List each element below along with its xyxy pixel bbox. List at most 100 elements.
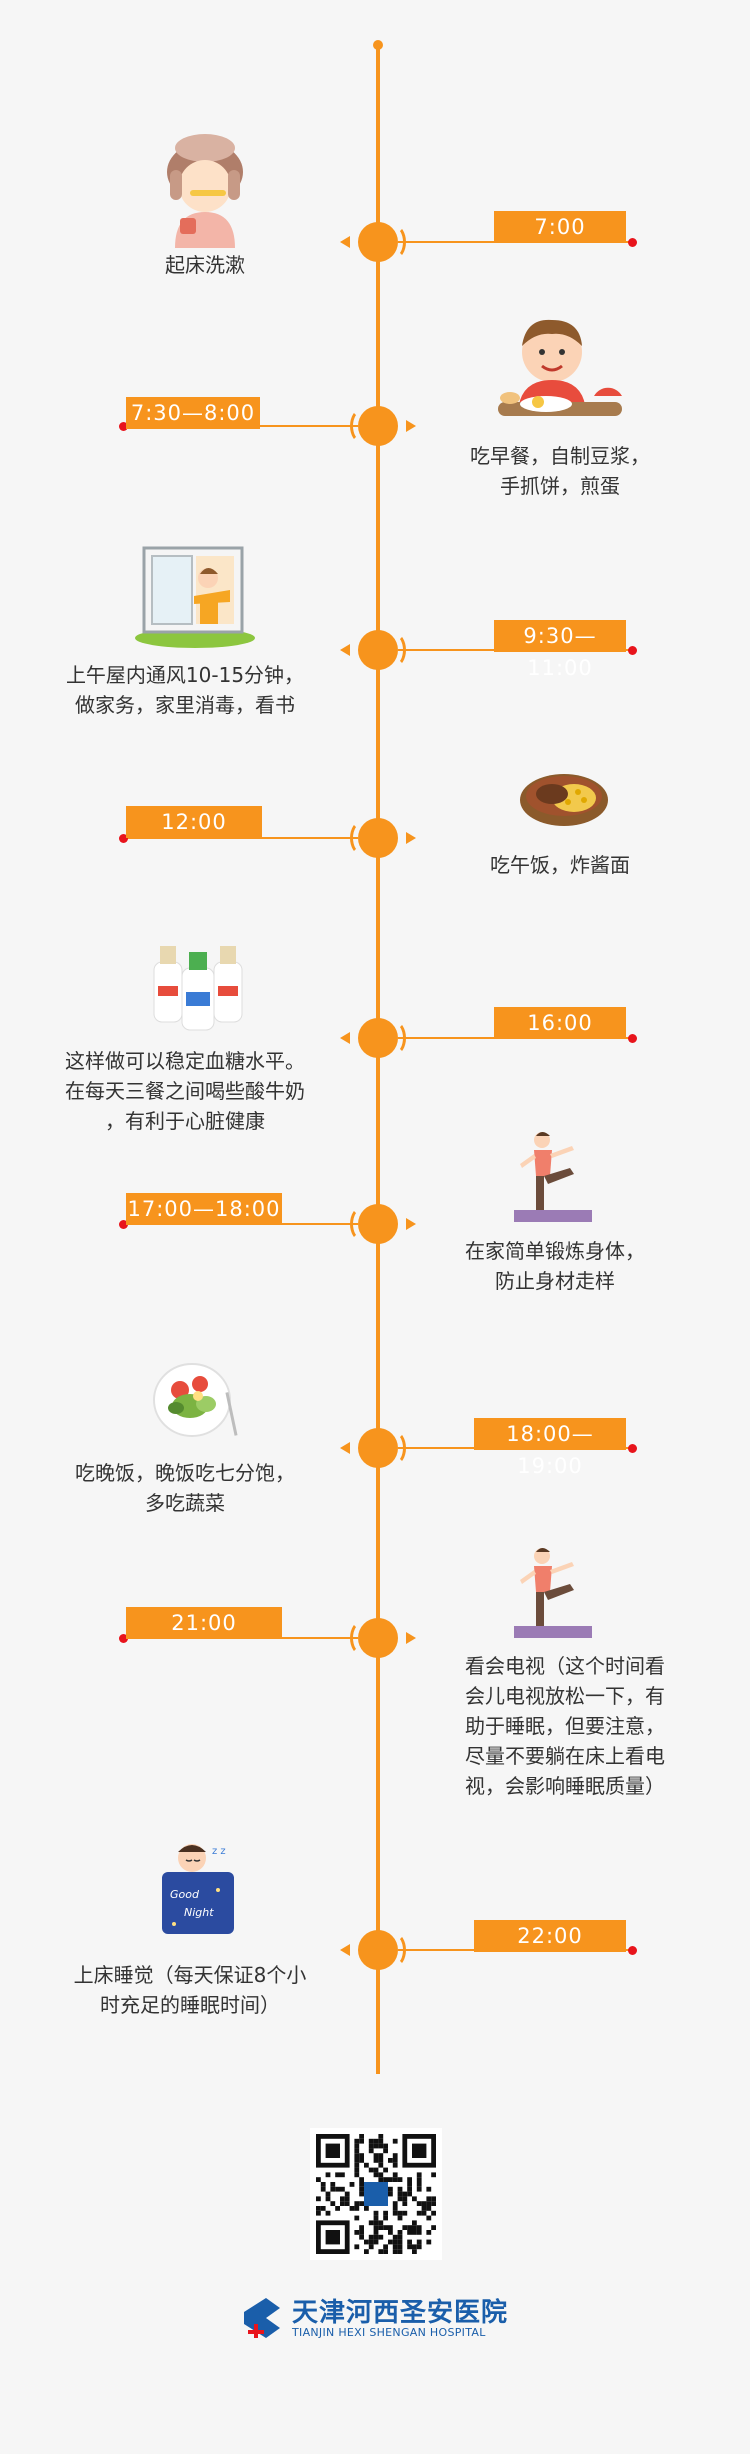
qr-module: [416, 2230, 422, 2235]
qr-module: [416, 2210, 422, 2216]
svg-text:z z: z z: [212, 1846, 226, 1857]
qr-module: [373, 2239, 379, 2245]
qr-module: [354, 2172, 360, 2178]
qr-module: [402, 2201, 408, 2206]
yoga-woman-icon: [514, 1132, 592, 1222]
qr-module: [373, 2138, 379, 2144]
qr-module: [392, 2162, 398, 2168]
qr-module: [407, 2239, 412, 2245]
qr-module: [378, 2177, 384, 2182]
connector-end-dot: [119, 1220, 128, 1229]
qr-module: [354, 2162, 360, 2168]
qr-module: [378, 2249, 384, 2254]
qr-module: [392, 2138, 398, 2144]
activity-text: 上午屋内通风10-15分钟， 做家务，家里消毒，看书: [65, 663, 305, 717]
qr-module: [335, 2206, 340, 2211]
qr-module: [412, 2220, 417, 2226]
qr-module: [388, 2186, 393, 2192]
time-label: 22:00: [474, 1920, 626, 1952]
qr-module: [330, 2186, 336, 2192]
qr-module: [426, 2196, 432, 2202]
qr-module: [431, 2201, 436, 2206]
qr-module: [388, 2230, 393, 2235]
open-window-icon: [135, 546, 255, 648]
qr-module: [392, 2201, 398, 2206]
qr-module: [349, 2206, 355, 2211]
qr-module: [416, 2172, 422, 2178]
qr-module: [359, 2177, 364, 2182]
qr-module: [354, 2201, 360, 2206]
qr-module: [354, 2167, 360, 2173]
qr-finder: [412, 2143, 427, 2158]
qr-module: [354, 2143, 360, 2149]
activity-text: 这样做可以稳定血糖水平。 在每天三餐之间喝些酸牛奶 ，有利于心脏健康: [65, 1049, 305, 1133]
qr-module: [354, 2138, 360, 2144]
qr-module: [392, 2244, 398, 2250]
qr-module: [359, 2186, 364, 2192]
qr-module: [397, 2234, 403, 2240]
breakfast-boy-icon: [498, 319, 622, 416]
qr-module: [373, 2234, 379, 2240]
pointer-arrow: [340, 644, 350, 656]
qr-module: [373, 2167, 379, 2173]
qr-module: [388, 2225, 393, 2230]
qr-module: [378, 2158, 384, 2163]
qr-module: [359, 2201, 364, 2206]
connector-end-dot: [628, 1034, 637, 1043]
hospital-logo: 天津河西圣安医院 TIANJIN HEXI SHENGAN HOSPITAL: [240, 2292, 520, 2346]
qr-module: [412, 2225, 417, 2230]
qr-module: [383, 2249, 388, 2254]
time-label: 17:00—18:00: [126, 1193, 282, 1225]
activity-text: 起床洗漱: [165, 253, 245, 277]
qr-module: [416, 2244, 422, 2250]
qr-module: [388, 2239, 393, 2245]
qr-module: [340, 2201, 345, 2206]
qr-module: [325, 2210, 331, 2216]
time-label: 7:00: [494, 211, 626, 243]
activity-text: 吃早餐，自制豆浆， 手抓饼，煎蛋: [470, 444, 650, 498]
qr-module: [378, 2220, 384, 2226]
connector-end-dot: [628, 646, 637, 655]
qr-finder: [325, 2230, 340, 2245]
qr-module: [378, 2225, 384, 2230]
time-label: 16:00: [494, 1007, 626, 1039]
qr-module: [316, 2206, 321, 2211]
qr-module: [407, 2177, 412, 2182]
qr-module: [368, 2138, 374, 2144]
qr-module: [397, 2186, 403, 2192]
qr-module: [402, 2210, 408, 2216]
qr-module: [431, 2210, 436, 2216]
qr-module: [354, 2158, 360, 2163]
qr-module: [397, 2230, 403, 2235]
qr-module: [359, 2191, 364, 2197]
qr-module: [407, 2191, 412, 2197]
qr-module: [368, 2234, 374, 2240]
connector-end-dot: [119, 422, 128, 431]
qr-module: [320, 2206, 326, 2211]
qr-module: [325, 2172, 331, 2178]
qr-module: [431, 2225, 436, 2230]
qr-module: [316, 2210, 321, 2216]
qr-module: [359, 2234, 364, 2240]
qr-module: [402, 2191, 408, 2197]
qr-module: [378, 2234, 384, 2240]
qr-center-logo: [364, 2182, 388, 2206]
qr-module: [431, 2172, 436, 2178]
qr-module: [383, 2225, 388, 2230]
qr-module: [378, 2153, 384, 2158]
qr-module: [368, 2143, 374, 2149]
pointer-arrow: [406, 420, 416, 432]
qr-module: [392, 2210, 398, 2216]
qr-module: [426, 2186, 432, 2192]
qr-module: [373, 2225, 379, 2230]
qr-module: [388, 2177, 393, 2182]
qr-module: [416, 2239, 422, 2245]
qr-module: [359, 2182, 364, 2187]
qr-module: [344, 2201, 350, 2206]
qr-finder: [325, 2143, 340, 2158]
qr-module: [392, 2158, 398, 2163]
qr-module: [373, 2220, 379, 2226]
qr-module: [349, 2182, 355, 2187]
qr-module: [416, 2186, 422, 2192]
wake-up-girl-icon: [167, 134, 243, 248]
